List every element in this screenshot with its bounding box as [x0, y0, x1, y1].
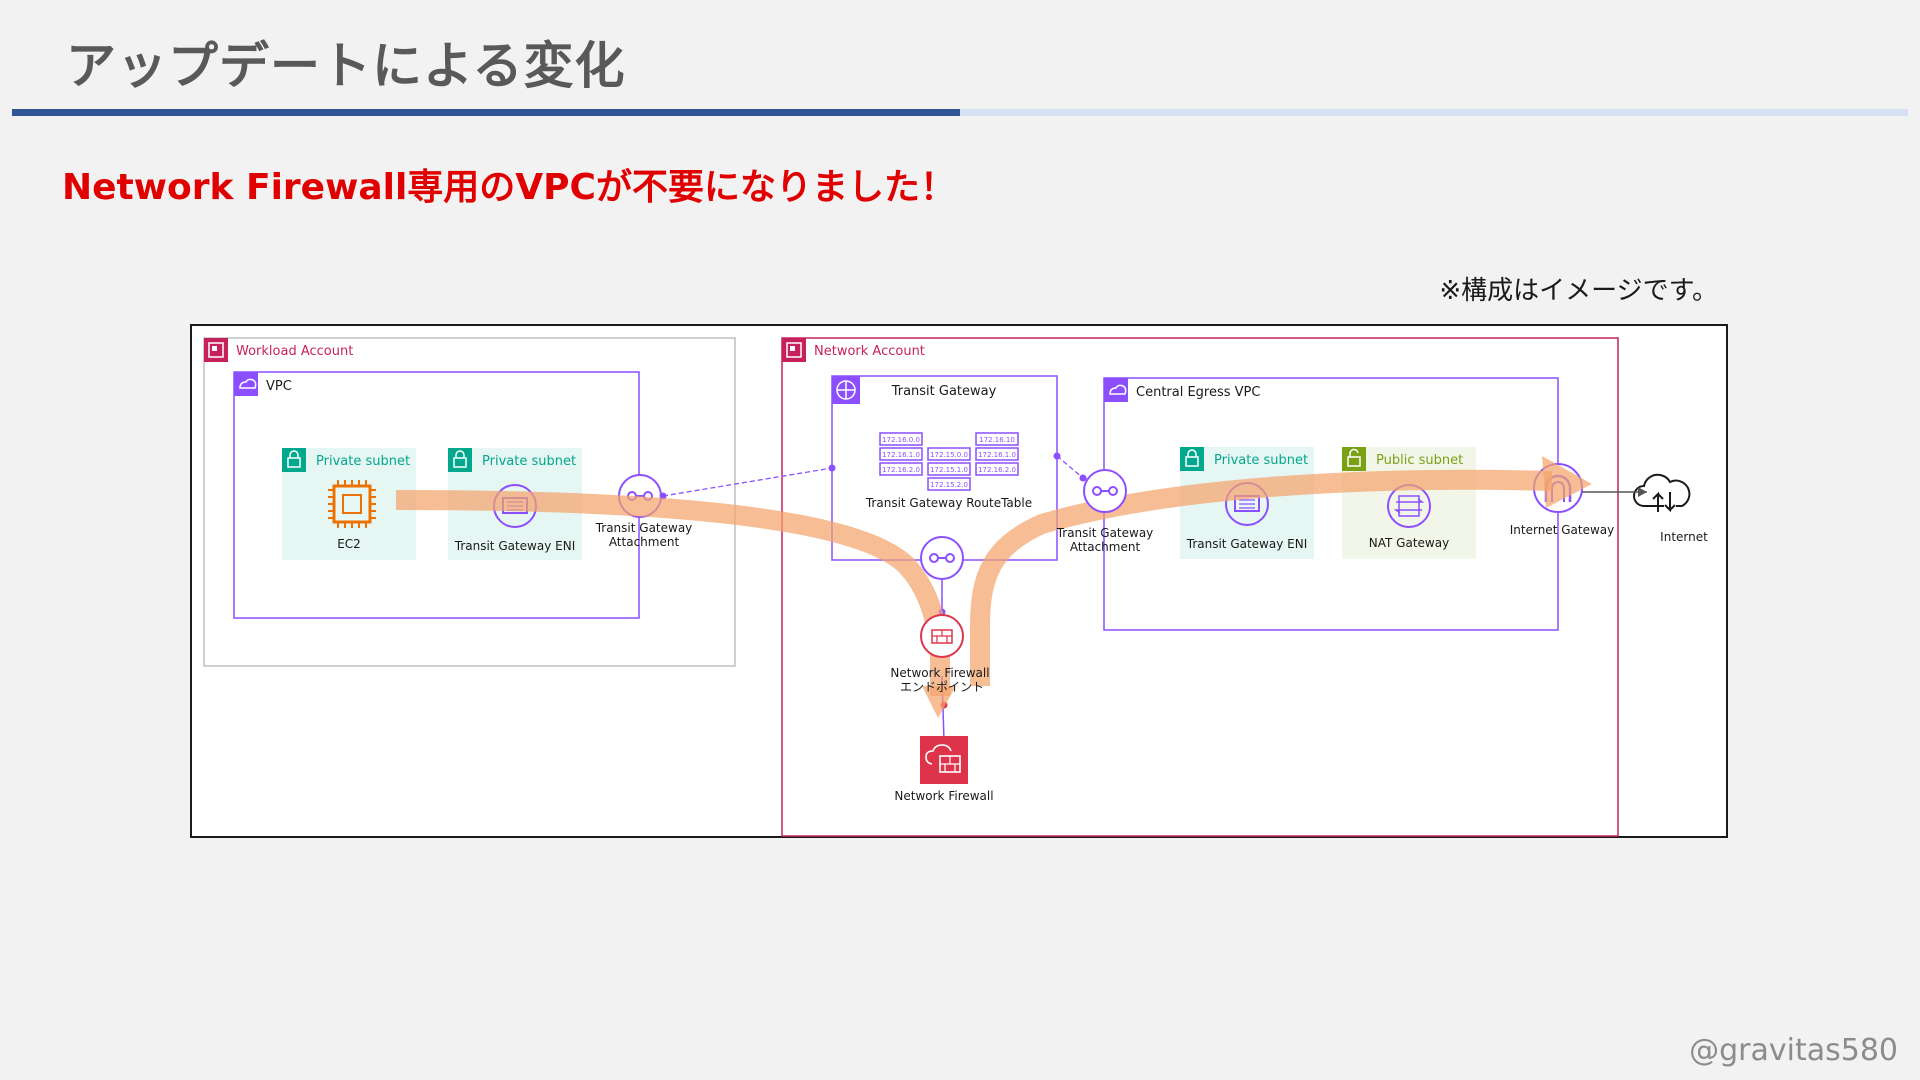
firewall-endpoint-icon	[920, 614, 964, 658]
egress-eni-label: Transit Gateway ENI	[1186, 537, 1308, 551]
nat-gateway-label: NAT Gateway	[1369, 536, 1449, 550]
route-entry: 172.16.2.0	[882, 466, 920, 474]
route-entry: 172.16.2.0	[978, 466, 1016, 474]
title-rule-accent	[12, 109, 960, 116]
egress-attachment-link	[1056, 455, 1084, 479]
lock-icon	[1180, 447, 1204, 471]
subnet-label: Private subnet	[316, 454, 410, 469]
title-rule-light	[960, 109, 1908, 116]
connector-dot	[659, 492, 667, 500]
firewall-endpoint-label: Network Firewall	[890, 666, 989, 680]
route-entry: 172.15.1.0	[930, 466, 968, 474]
vpc-cloud-icon	[234, 372, 258, 396]
ec2-chip-icon	[328, 480, 376, 528]
connector-dot	[1053, 452, 1061, 460]
page-title: アップデートによる変化	[66, 37, 626, 95]
network-firewall-label: Network Firewall	[894, 789, 993, 803]
subnet-label: Private subnet	[1214, 453, 1308, 468]
egress-attachment-label: Transit Gateway	[1056, 526, 1154, 540]
flow-arrow-head	[1542, 456, 1592, 508]
author-credit: @gravitas580	[1689, 1033, 1898, 1068]
account-icon	[204, 338, 228, 362]
transit-gateway-label: Transit Gateway	[891, 384, 997, 399]
egress-attachment-label: Attachment	[1070, 540, 1141, 554]
route-table-icon	[879, 432, 1019, 491]
central-egress-vpc-label: Central Egress VPC	[1136, 385, 1260, 400]
tgw-attachment-label: Attachment	[609, 535, 680, 549]
network-account-label: Network Account	[814, 344, 925, 359]
architecture-diagram: Workload Account VPC Private subnet EC2 …	[190, 324, 1728, 838]
lock-icon	[282, 448, 306, 472]
route-entry: 172.16.1.0	[882, 451, 920, 459]
tgw-attachment-link	[662, 467, 833, 497]
tgw-attachment-icon	[1083, 469, 1127, 513]
subnet-label: Private subnet	[482, 454, 576, 469]
internet-gateway-label: Internet Gateway	[1510, 523, 1614, 537]
workload-account-box	[203, 337, 736, 667]
connector-dot	[828, 464, 836, 472]
internet-cloud-icon	[1633, 473, 1691, 513]
subnet-label: Public subnet	[1376, 453, 1463, 468]
page-subtitle: Network Firewall専用のVPCが不要になりました！	[62, 167, 956, 208]
network-account-box	[781, 337, 1619, 837]
route-entry: 172.16.0.0	[882, 436, 920, 444]
firewall-endpoint-label: エンドポイント	[900, 680, 984, 694]
transit-gateway-icon	[832, 376, 860, 404]
arrow-head	[1638, 487, 1647, 497]
tgw-eni-label: Transit Gateway ENI	[454, 539, 576, 553]
tgw-attachment-icon	[920, 536, 964, 580]
lock-icon	[448, 448, 472, 472]
flow-arrow-head	[922, 686, 956, 718]
unlock-icon	[1342, 447, 1366, 471]
ec2-label: EC2	[337, 537, 361, 551]
workload-account-label: Workload Account	[236, 344, 353, 359]
vpc-label: VPC	[266, 379, 292, 394]
vpc-cloud-icon	[1104, 378, 1128, 402]
route-entry: 172.15.0.0	[930, 451, 968, 459]
image-note: ※構成はイメージです。	[1439, 276, 1718, 306]
route-entry: 172.15.2.0	[930, 481, 968, 489]
architecture-svg: Workload Account VPC Private subnet EC2 …	[203, 337, 1708, 837]
route-entry: 172.16.10	[979, 436, 1015, 444]
internet-label: Internet	[1660, 530, 1708, 544]
flow-arrow-outbound	[395, 490, 950, 696]
connector-dot	[1079, 474, 1087, 482]
route-entry: 172.16.1.0	[978, 451, 1016, 459]
account-icon	[782, 338, 806, 362]
network-firewall-icon	[920, 736, 968, 784]
tgw-attachment-label: Transit Gateway	[595, 521, 693, 535]
route-table-label: Transit Gateway RouteTable	[865, 496, 1032, 510]
